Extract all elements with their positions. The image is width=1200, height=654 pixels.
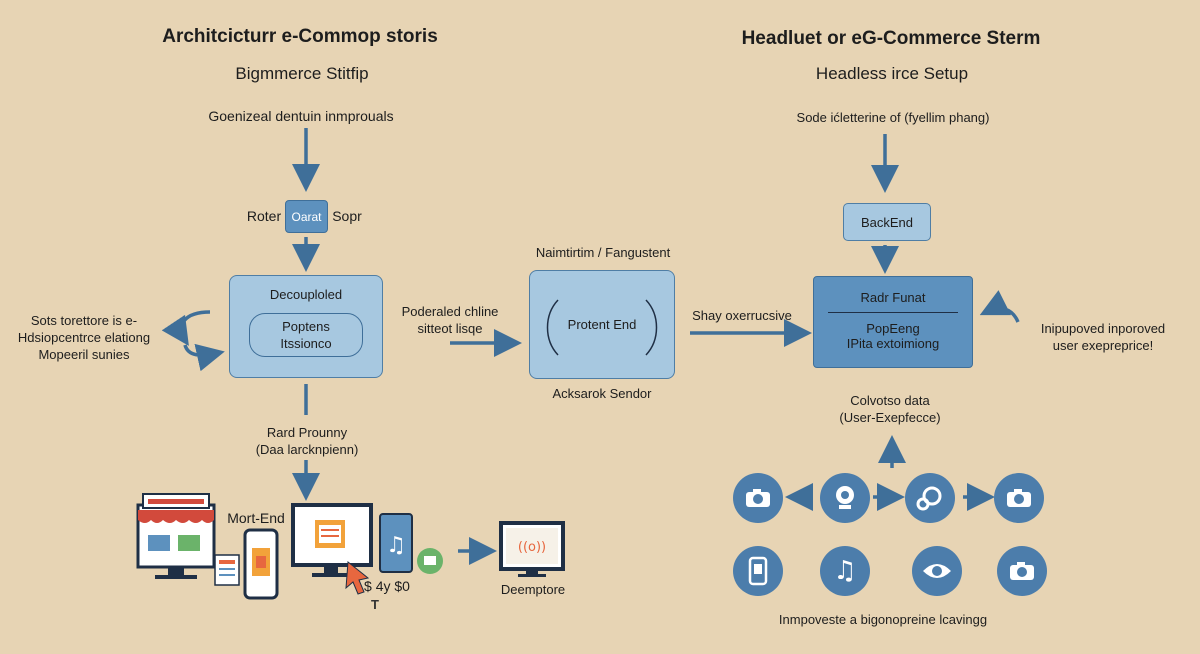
music-tablet-icon: ♫ <box>379 513 413 573</box>
oarat-label: Oarat <box>291 209 322 224</box>
curve-arrow-top <box>161 310 211 346</box>
storefront-icon <box>136 493 216 579</box>
middle-side-line-2: sitteot lisqe <box>417 321 483 336</box>
rard-line-2: (Daa larcknpienn) <box>255 442 359 457</box>
frontend-box: Protent End <box>529 270 675 379</box>
right-bottom-label: Inmpoveste a bigonopreine lcavingg <box>778 612 988 627</box>
decoupled-inner-line-1: Poptens <box>282 319 330 334</box>
camera-icon[interactable] <box>733 473 783 523</box>
colvotso-label: Colvotso data (User-Exepfecce) <box>839 392 940 426</box>
decoupled-pill: Poptens Itssionco <box>249 313 363 357</box>
left-subtitle: Bigmmerce Stitfip <box>235 64 369 83</box>
right-subtitle: Headless irce Setup <box>815 64 969 83</box>
right-box-line-1: PopEeng <box>866 321 920 336</box>
cursor-icon <box>345 561 370 595</box>
right-title: Headluet or eG-Commerce Sterm <box>741 28 1041 49</box>
left-side-line-1: Sots torettore is e- <box>30 313 138 328</box>
curve-arrow-bottom <box>183 343 225 372</box>
right-top-label: Sode ićletterine of (fyellim phang) <box>796 110 990 125</box>
backend-label: BackEnd <box>860 214 914 230</box>
oarat-box: Oarat <box>285 200 328 233</box>
rard-label: Rard Prounny (Daa larcknpienn) <box>256 424 359 458</box>
camera-icon[interactable] <box>994 473 1044 523</box>
cursor-mark: T <box>371 597 379 612</box>
frontend-label: Protent End <box>567 317 637 332</box>
middle-side-line-1: Poderaled chline <box>401 304 499 319</box>
middle-top-label: Naimtirtim / Fangustent <box>535 245 671 260</box>
decoupled-box: Decouploled Poptens Itssionco <box>229 275 383 378</box>
phone-icon <box>243 528 279 600</box>
decoupled-inner-line-2: Itssionco <box>280 336 332 351</box>
left-top-label: Goenizeal dentuin inmprouals <box>208 108 394 124</box>
decoupled-title: Decouploled <box>269 287 343 302</box>
eye-icon[interactable] <box>912 546 962 596</box>
left-side-line-2: Hdsiopcentrce elationg <box>17 330 151 345</box>
right-main-box: Radr Funat PopEeng IPita extoimiong <box>813 276 973 368</box>
price-label: $ 4y $0 <box>364 578 410 594</box>
middle-bottom-label: Acksarok Sendor <box>552 386 652 401</box>
right-box-divider <box>828 312 958 313</box>
camera-lens-icon[interactable] <box>905 473 955 523</box>
middle-side-text: Poderaled chline sitteot lisqe <box>402 303 499 337</box>
monitor-icon <box>291 503 373 577</box>
right-box-line-2: IPita extoimiong <box>846 336 940 351</box>
colvotso-line-1: Colvotso data <box>850 393 930 408</box>
message-icon <box>417 548 443 574</box>
webcam-icon[interactable] <box>820 473 870 523</box>
colvotso-line-2: (User-Exepfecce) <box>839 410 941 425</box>
svg-text:♫: ♫ <box>386 533 406 558</box>
mort-end-label: Mort-End <box>227 510 285 526</box>
document-card-icon <box>214 554 240 586</box>
desktop-label: Deemptore <box>500 582 566 597</box>
sopr-label: Sopr <box>332 208 362 224</box>
svg-text:((o)): ((o)) <box>518 540 546 555</box>
shay-label: Shay oxerrucsive <box>692 308 792 323</box>
right-box-title: Radr Funat <box>860 290 926 305</box>
left-side-line-3: Mopeeril sunies <box>38 347 130 362</box>
backend-box: BackEnd <box>843 203 931 241</box>
phone-icon[interactable] <box>733 546 783 596</box>
desktop-icon: ((o)) <box>499 521 565 577</box>
left-title: Architcicturr e-Commop storis <box>162 26 438 47</box>
curve-arrow-right <box>979 290 1020 323</box>
right-side-text: Inipupoved inporoved user exepreprice! <box>1041 320 1165 354</box>
roter-label: Roter <box>246 208 282 224</box>
right-side-line-1: Inipupoved inporoved <box>1040 321 1166 336</box>
right-side-line-2: user exepreprice! <box>1052 338 1154 353</box>
music-note-icon[interactable]: ♫ <box>820 546 870 596</box>
left-side-text: Sots torettore is e- Hdsiopcentrce elati… <box>18 312 150 363</box>
camera-icon[interactable] <box>997 546 1047 596</box>
rard-line-1: Rard Prounny <box>266 425 348 440</box>
